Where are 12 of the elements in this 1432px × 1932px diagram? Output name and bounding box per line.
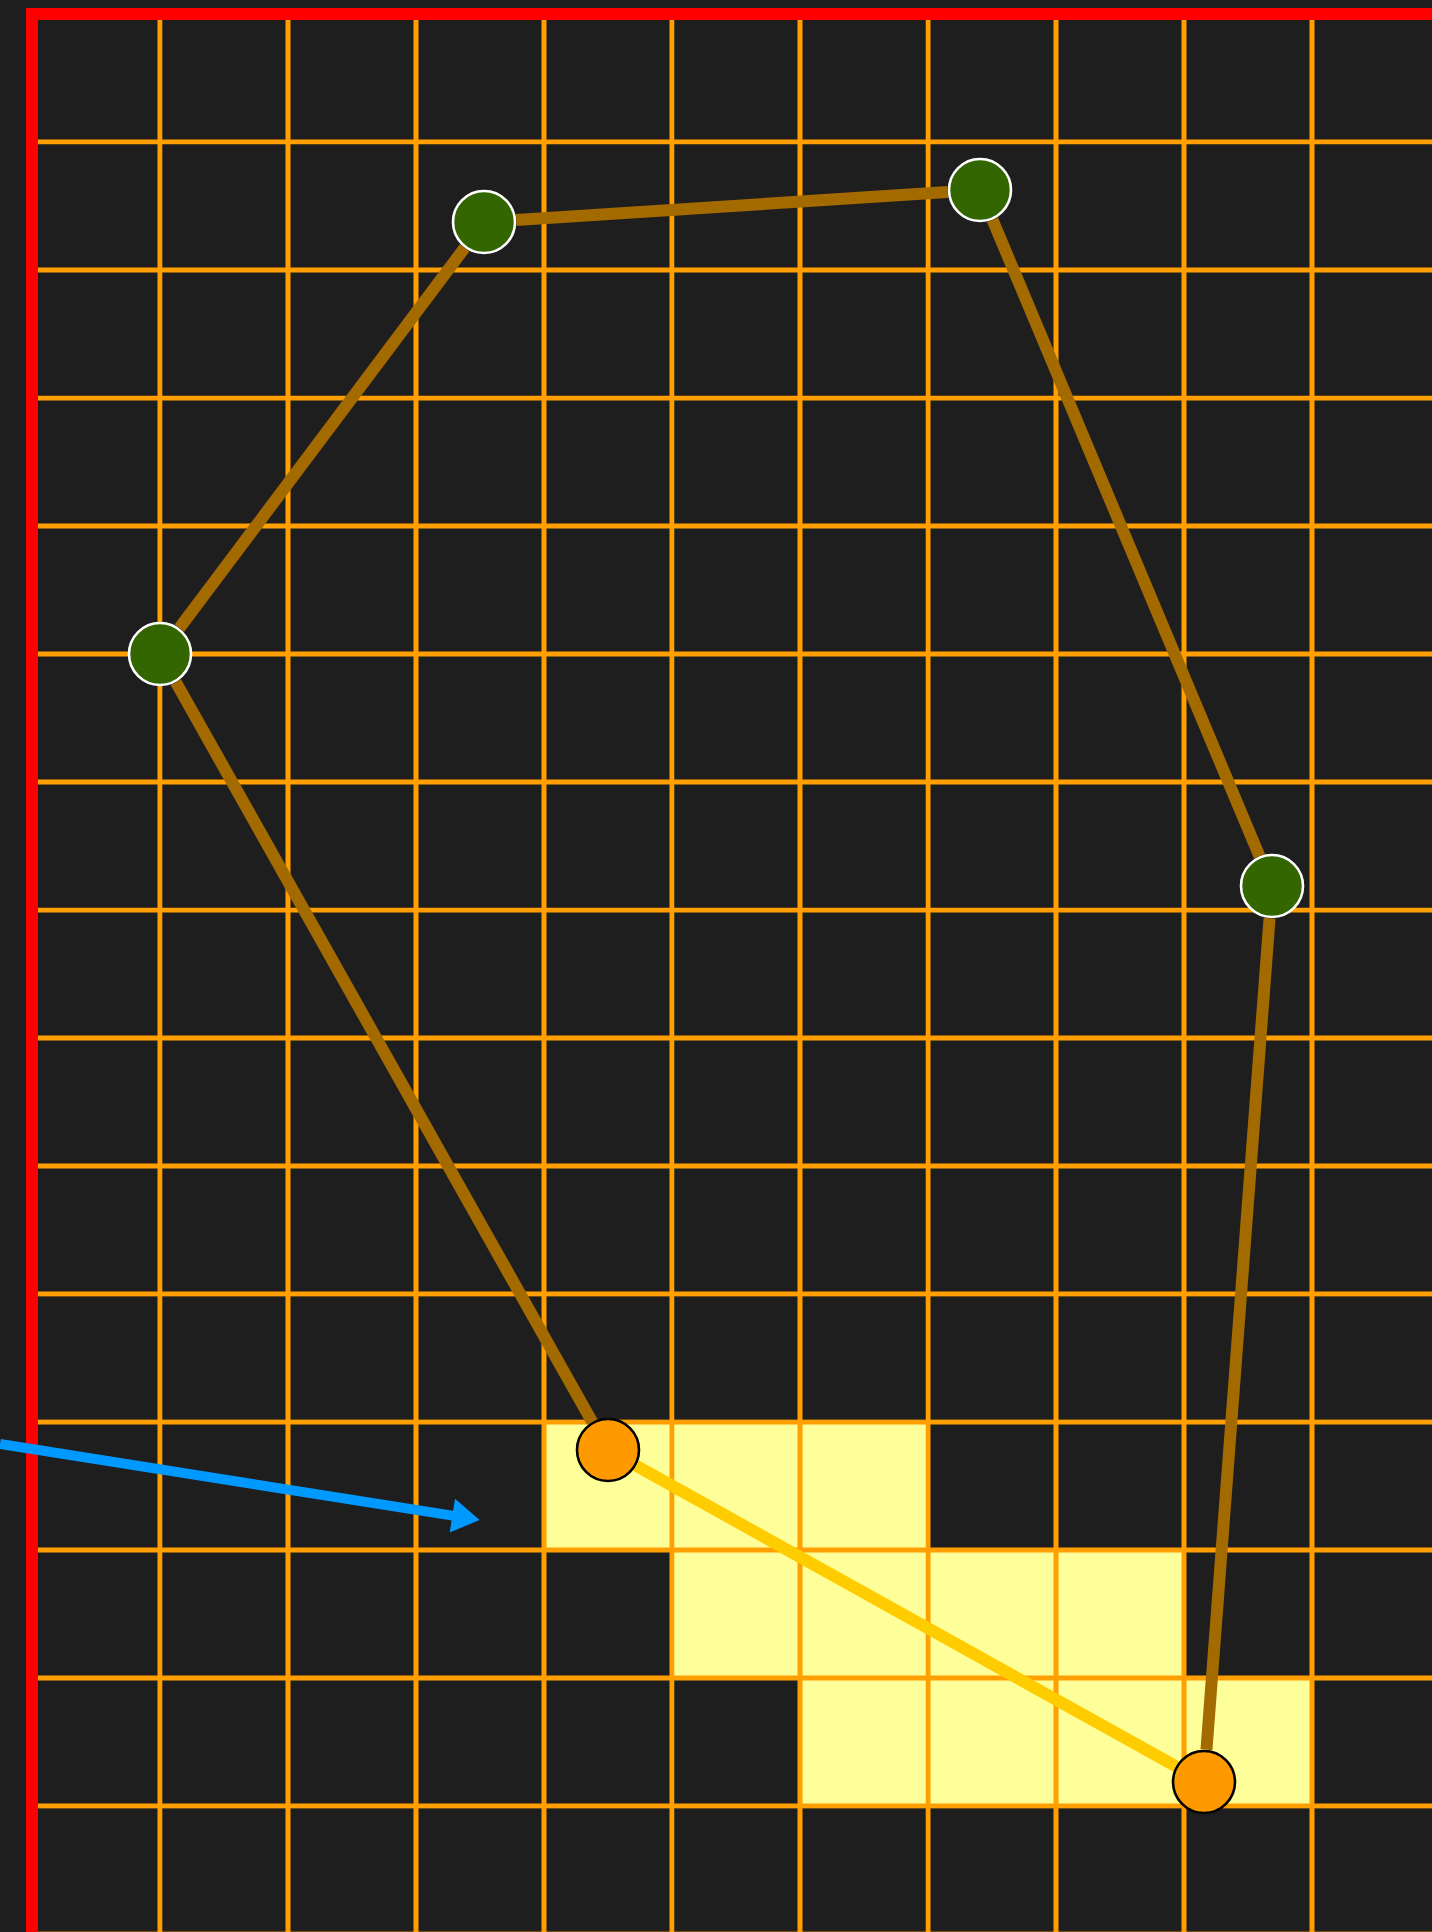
waypoint-circle: [575, 1417, 641, 1483]
waypoint-circle: [451, 189, 517, 255]
path-segment: [633, 1460, 1179, 1772]
path-segment: [986, 217, 1266, 859]
waypoint-circle: [127, 621, 193, 687]
path-segment: [1200, 917, 1276, 1751]
path-segment: [515, 186, 949, 226]
waypoint-circle: [1171, 1749, 1237, 1815]
path-segment: [174, 244, 470, 632]
waypoint-circle: [947, 157, 1013, 223]
path-segment: [170, 679, 598, 1425]
waypoint-circle: [1239, 853, 1305, 919]
